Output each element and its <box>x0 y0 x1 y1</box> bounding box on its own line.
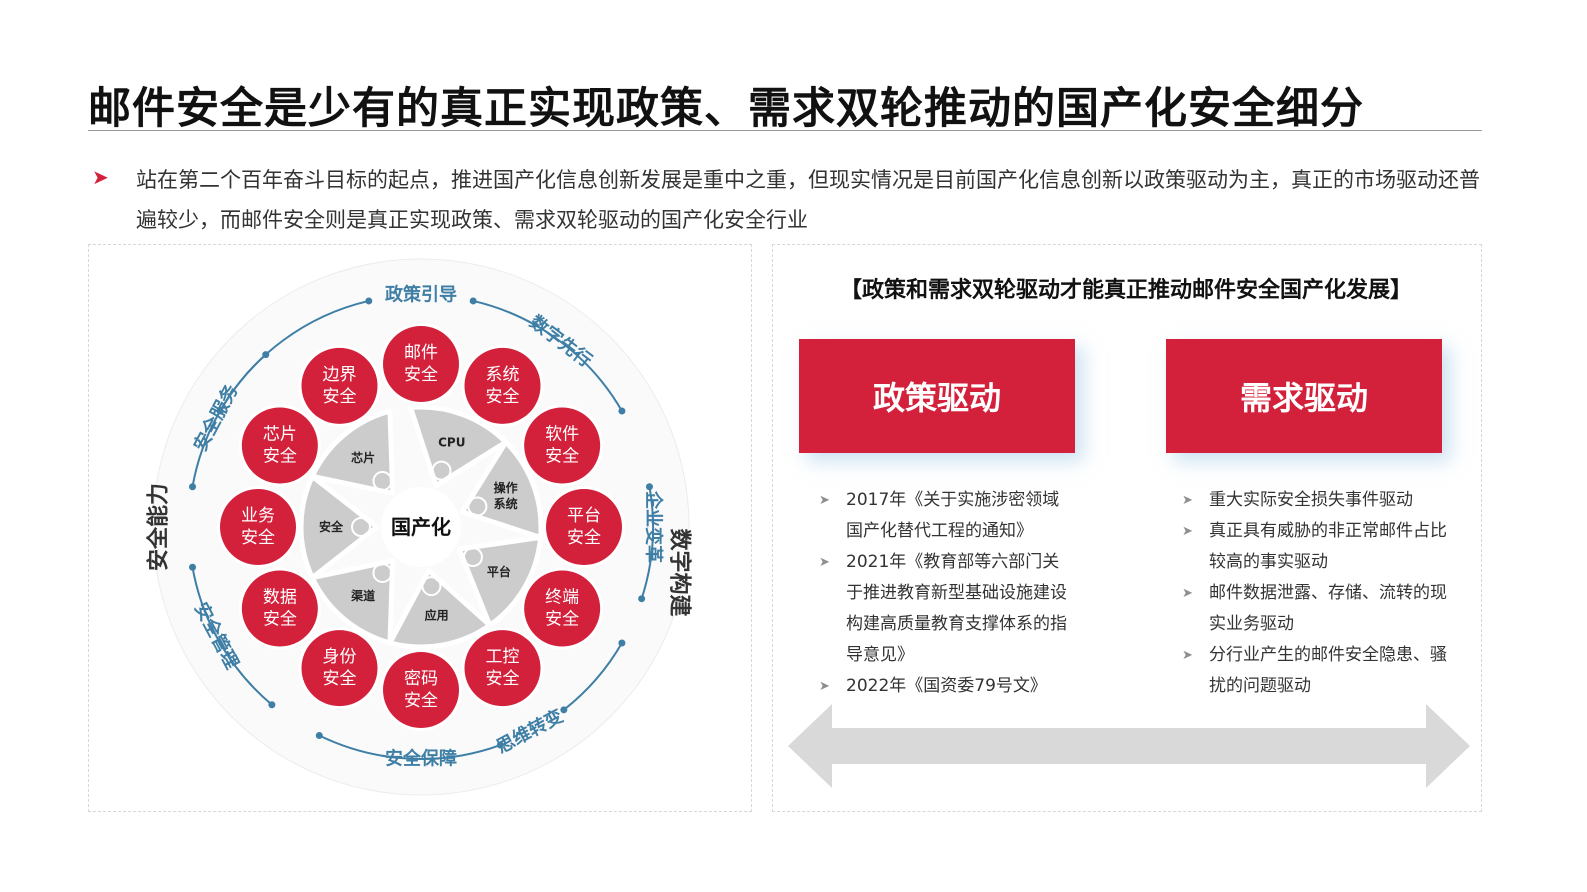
security-node <box>241 570 318 647</box>
segment-label: CPU <box>438 435 465 449</box>
demand-drive-list: ➤重大实际安全损失事件驱动 ➤真正具有威胁的非正常邮件占比较高的事实驱动 ➤邮件… <box>1182 485 1459 702</box>
segment-wedge <box>387 567 493 650</box>
security-node-label: 邮件安全 <box>404 343 438 385</box>
triangle-arrow-icon: ➤ <box>1182 493 1193 508</box>
ring-dot <box>365 297 373 305</box>
triangle-arrow-icon: ➤ <box>819 555 830 570</box>
ring-dot <box>189 483 197 491</box>
segment-icon <box>372 471 393 492</box>
ring-arc <box>318 734 501 760</box>
segment-icon <box>372 562 393 583</box>
segment-label: 渠道 <box>351 588 375 603</box>
outer-label: 数字构建 <box>667 528 693 616</box>
security-node <box>464 630 541 707</box>
triangle-arrow-icon: ➤ <box>1182 648 1193 663</box>
segment-icon <box>351 517 371 537</box>
list-item: ➤真正具有威胁的非正常邮件占比较高的事实驱动 <box>1182 516 1459 578</box>
drivers-heading: 【政策和需求双轮驱动才能真正推动邮件安全国产化发展】 <box>839 278 1412 303</box>
segment-wedge <box>298 473 380 581</box>
security-node <box>220 489 296 565</box>
security-node-label: 身份安全 <box>323 647 357 689</box>
list-item: ➤2022年《国资委79号文》 <box>819 671 1076 702</box>
segment-label: 安全 <box>319 519 344 534</box>
segment-wedge <box>309 558 396 646</box>
security-node <box>464 347 541 424</box>
triangle-arrow-icon: ➤ <box>1182 524 1193 539</box>
ring-dot <box>189 563 197 571</box>
ring-dot <box>618 639 626 647</box>
ring-dot <box>560 706 568 714</box>
list-item: ➤2017年《关于实施涉密领域国产化替代工程的通知》 <box>819 485 1076 547</box>
segment-icon <box>431 460 452 481</box>
localization-diagram: CPU 操作系统平台应用 渠道 安全 芯片国产化 邮件安全系统安全软件安全平台安全终端安… <box>146 258 693 796</box>
list-item: ➤重大实际安全损失事件驱动 <box>1182 485 1459 516</box>
ring-label: 政策引导 <box>385 284 457 306</box>
security-node-label: 终端安全 <box>545 588 579 630</box>
ring-dot <box>268 701 276 709</box>
ring-arc <box>563 642 623 711</box>
triangle-arrow-icon: ➤ <box>819 493 830 508</box>
center-label: 国产化 <box>391 515 451 539</box>
security-node <box>301 347 378 424</box>
list-item: ➤分行业产生的邮件安全隐患、骚扰的问题驱动 <box>1182 640 1459 702</box>
security-node-label: 平台安全 <box>567 506 601 548</box>
demand-drive-label: 需求驱动 <box>1239 379 1368 417</box>
segment-icon <box>421 576 442 597</box>
ring-dot <box>645 483 653 491</box>
triangle-arrow-icon: ➤ <box>1182 586 1193 601</box>
security-node-label: 业务安全 <box>241 506 275 548</box>
segment-wedge <box>456 534 544 628</box>
intro-paragraph: 站在第二个百年奋斗目标的起点，推进国产化信息创新发展是重中之重，但现实情况是目前… <box>136 168 1480 232</box>
double-arrow-icon <box>788 704 1470 788</box>
policy-drive-label: 政策驱动 <box>872 379 1001 417</box>
ring-dot <box>638 595 646 603</box>
segment-label: 平台 <box>487 564 511 579</box>
drivers-panel <box>772 244 1482 812</box>
security-node <box>383 326 459 402</box>
title-divider <box>88 130 1482 131</box>
center-hub <box>381 487 461 567</box>
triangle-arrow-icon: ➤ <box>819 679 830 694</box>
security-node <box>383 652 459 728</box>
security-node-label: 数据安全 <box>263 588 297 630</box>
security-node-label: 芯片安全 <box>263 425 297 467</box>
ring-arc <box>472 299 623 412</box>
security-node-label: 系统安全 <box>486 365 520 407</box>
policy-drive-list: ➤2017年《关于实施涉密领域国产化替代工程的通知》 ➤2021年《教育部等六部… <box>819 485 1076 702</box>
security-node <box>524 407 601 484</box>
policy-drive-box: 政策驱动 <box>799 339 1075 453</box>
security-node-label: 密码安全 <box>404 669 438 711</box>
ring-dot <box>315 732 323 740</box>
ring-dot <box>262 351 270 359</box>
ring-label: 安全保障 <box>385 748 457 770</box>
ring-dot <box>618 407 626 415</box>
segment-icon <box>467 496 488 517</box>
ring-label: 企业变革 <box>643 490 665 563</box>
segment-label: 应用 <box>425 608 449 623</box>
outer-label: 安全能力 <box>146 483 172 571</box>
list-item: ➤邮件数据泄露、存储、流转的现实业务驱动 <box>1182 578 1459 640</box>
segment-wedge <box>309 408 396 496</box>
ring-arc <box>191 567 273 706</box>
security-node-label: 软件安全 <box>545 425 579 467</box>
ring-dot <box>496 741 504 749</box>
ring-arc <box>191 353 267 487</box>
security-node <box>546 489 622 565</box>
segment-icon <box>462 547 483 567</box>
security-node-label: 工控安全 <box>486 647 520 689</box>
ring-dot <box>469 297 477 305</box>
security-node <box>241 407 318 484</box>
security-node <box>301 630 378 707</box>
security-node-label: 边界安全 <box>323 365 357 407</box>
list-item: ➤2021年《教育部等六部门关于推进教育新型基础设施建设构建高质量教育支撑体系的… <box>819 547 1076 671</box>
triangle-arrow-icon: ➤ <box>92 165 109 189</box>
demand-drive-box: 需求驱动 <box>1166 339 1442 453</box>
page-title: 邮件安全是少有的真正实现政策、需求双轮推动的国产化安全细分 <box>88 84 1364 134</box>
segment-label: 操作系统 <box>494 480 518 511</box>
segment-label: 芯片 <box>351 450 375 465</box>
ring-arc <box>640 486 654 600</box>
security-node <box>524 570 601 647</box>
